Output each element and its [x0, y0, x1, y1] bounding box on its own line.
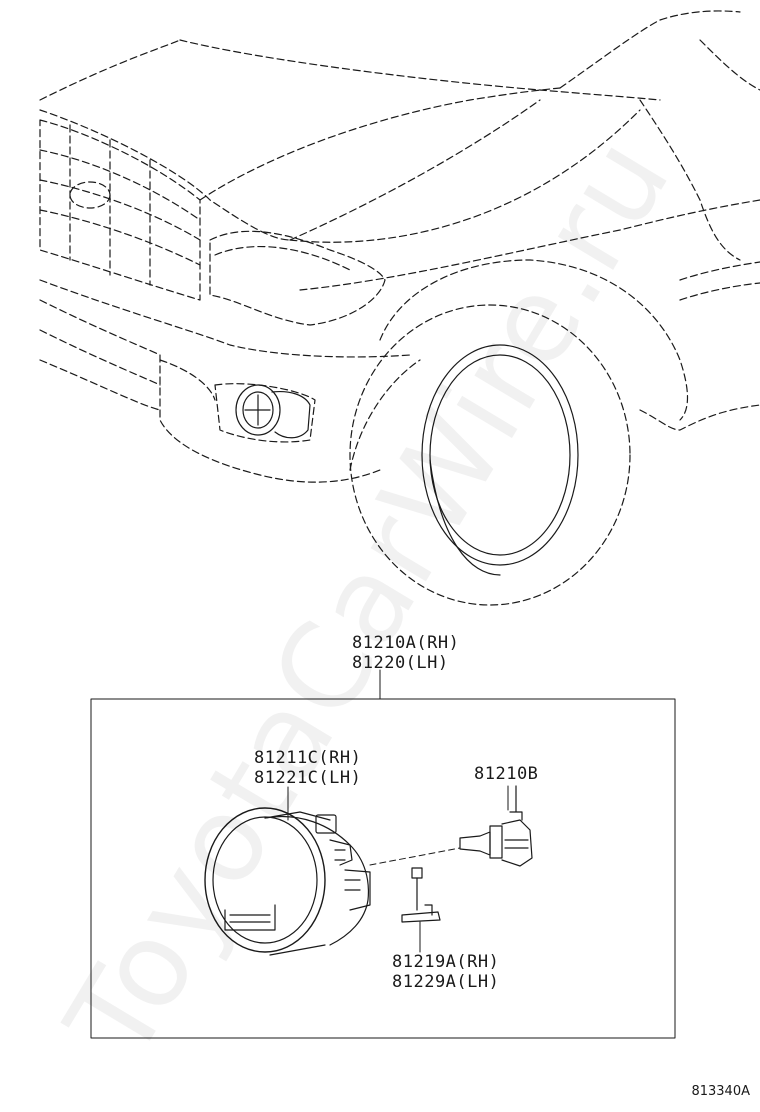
- callout-lens-unit: 81211C(RH) 81221C(LH): [254, 748, 361, 788]
- socket-part: [401, 867, 441, 923]
- callout-fog-lamp-assy-lh: 81220(LH): [352, 653, 449, 673]
- callout-fog-lamp-assy-rh: 81210A(RH): [352, 633, 460, 653]
- front-tire: [349, 304, 631, 606]
- exploded-view-box: [90, 698, 676, 1039]
- callout-bulb: 81210B: [474, 764, 538, 784]
- callout-socket-rh: 81219A(RH): [392, 952, 500, 972]
- leader-bulb-socket: [369, 847, 461, 866]
- bulb-part: [459, 785, 533, 867]
- fog-lamp-on-vehicle: [235, 384, 311, 439]
- vehicle-outline: [39, 10, 760, 483]
- fog-lamp-unit: [204, 807, 371, 956]
- callout-fog-lamp-assy: 81210A(RH) 81220(LH): [352, 633, 459, 673]
- callout-lens-unit-lh: 81221C(LH): [254, 768, 362, 788]
- callout-socket-lh: 81229A(LH): [392, 972, 500, 992]
- callout-socket: 81219A(RH) 81229A(LH): [392, 952, 499, 992]
- callout-bulb-number: 81210B: [474, 764, 539, 784]
- figure-number: 813340A: [691, 1084, 750, 1099]
- callout-lens-unit-rh: 81211C(RH): [254, 748, 362, 768]
